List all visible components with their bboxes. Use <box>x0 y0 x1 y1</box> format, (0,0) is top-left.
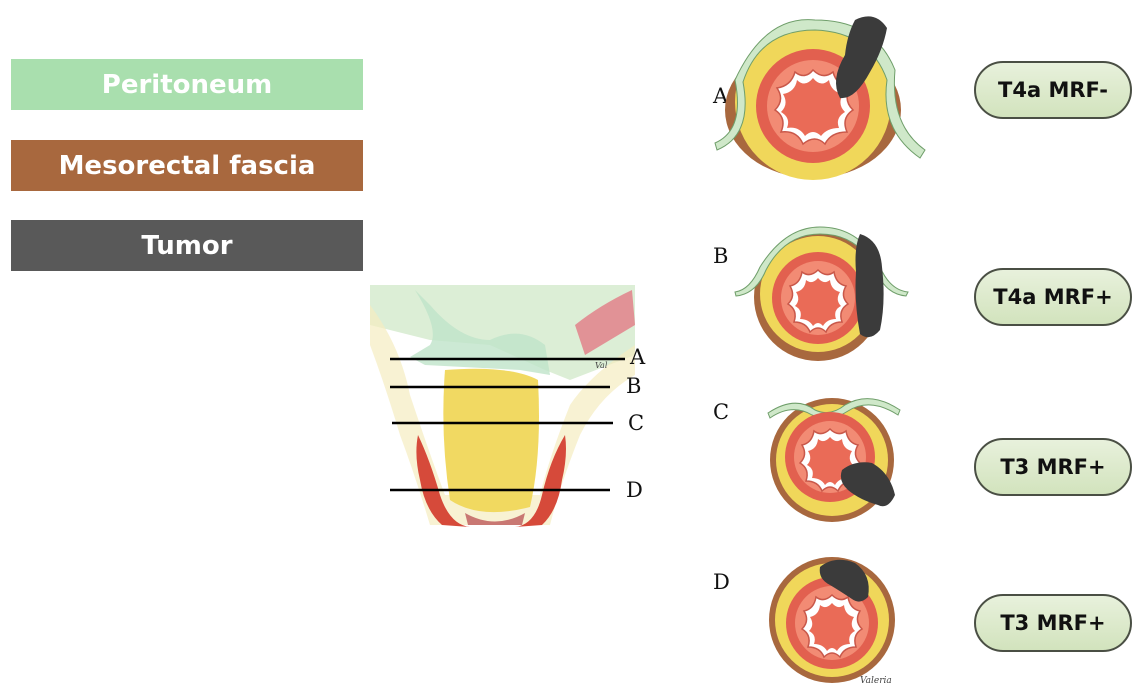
cross-section-c <box>760 385 910 525</box>
stage-badge-c: T3 MRF+ <box>974 438 1132 496</box>
level-label-c: C <box>628 411 644 435</box>
legend-tumor: Tumor <box>11 220 363 271</box>
stage-badge-a: T4a MRF- <box>974 61 1132 119</box>
level-label-b: B <box>626 374 641 398</box>
section-letter-d: D <box>713 570 730 594</box>
section-letter-b: B <box>713 244 728 268</box>
sagittal-illustration: Val <box>370 285 650 535</box>
cross-section-b <box>730 222 910 367</box>
section-letter-c: C <box>713 400 729 424</box>
svg-text:Valeria: Valeria <box>860 676 892 686</box>
stage-badge-d: T3 MRF+ <box>974 594 1132 652</box>
level-label-d: D <box>626 478 643 502</box>
legend-peritoneum: Peritoneum <box>11 59 363 110</box>
svg-text:Val: Val <box>595 361 608 370</box>
cross-section-a <box>705 10 945 180</box>
legend-mesorectal-fascia: Mesorectal fascia <box>11 140 363 191</box>
cross-section-d: Valeria <box>760 555 920 690</box>
level-label-a: A <box>630 345 645 369</box>
stage-badge-b: T4a MRF+ <box>974 268 1132 326</box>
